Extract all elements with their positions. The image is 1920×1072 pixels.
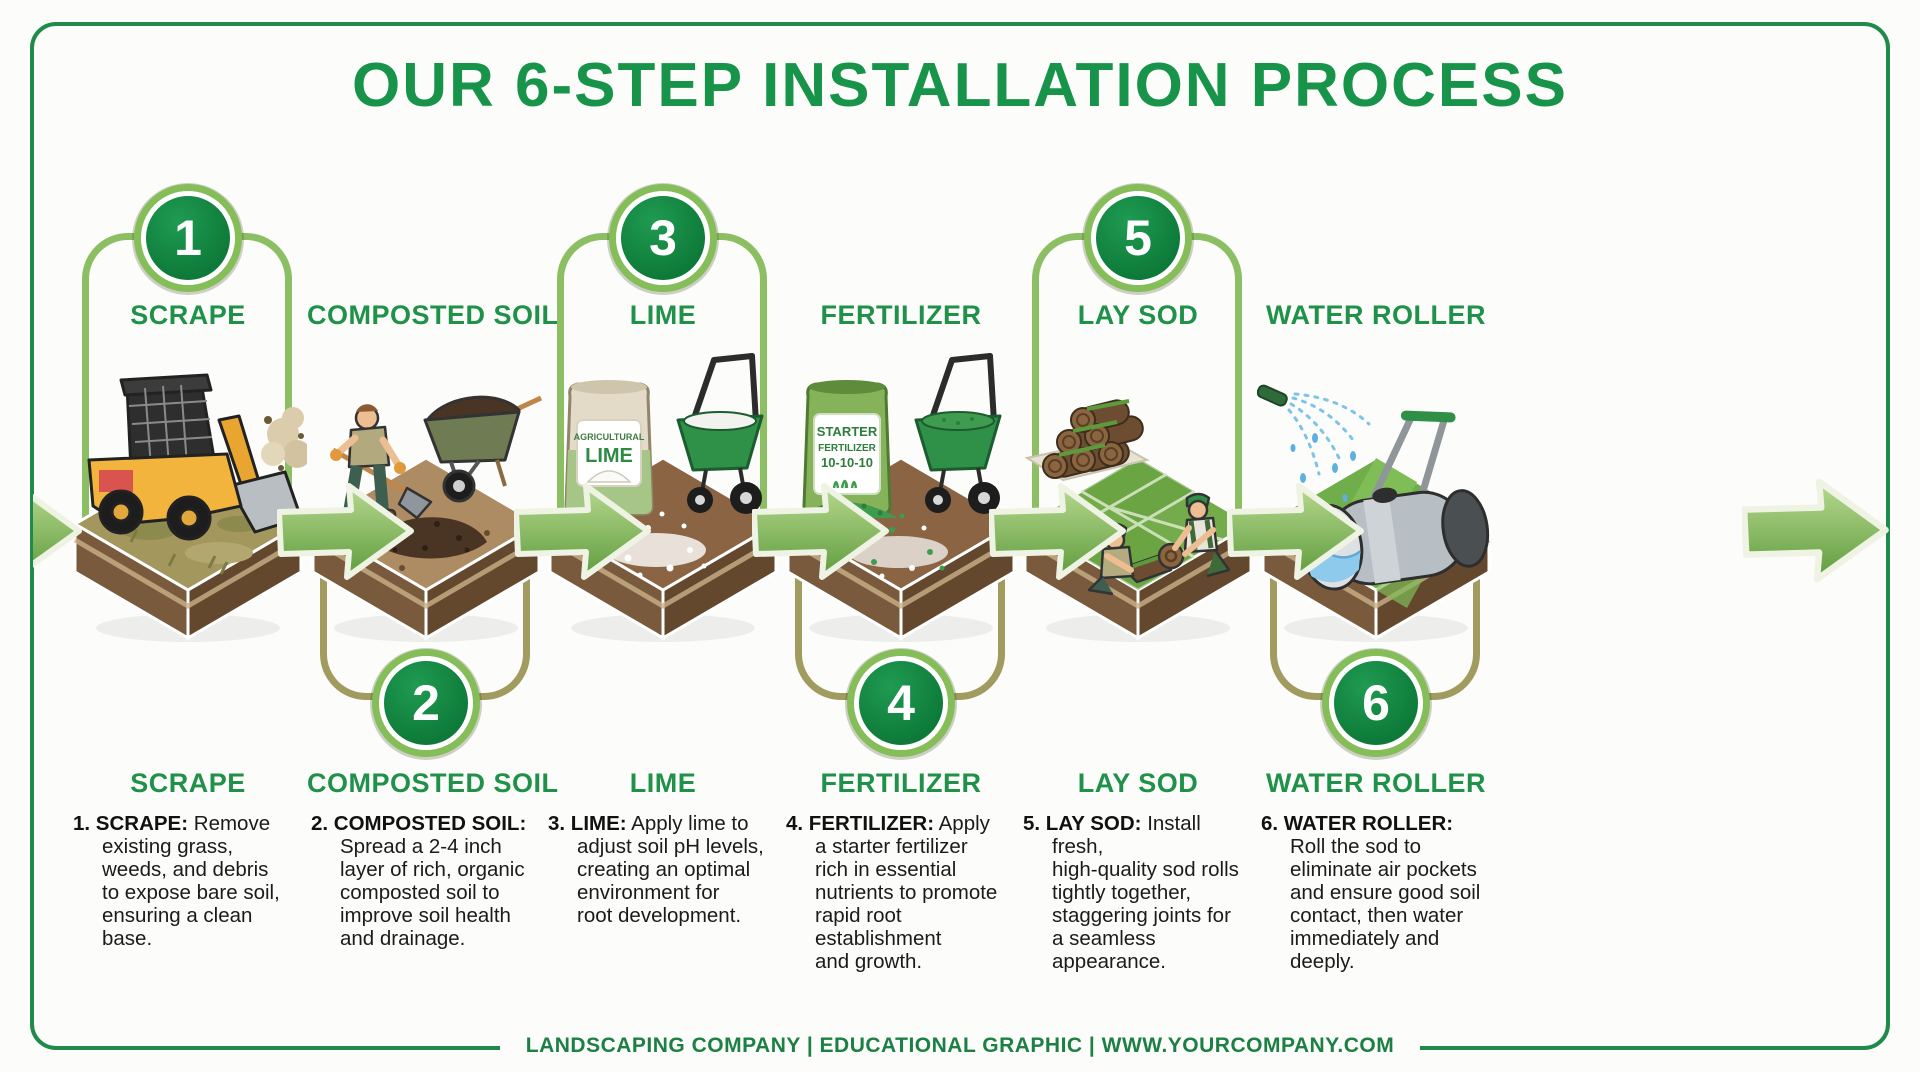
step3-description: 3. LIME: Apply lime to adjust soil pH le… [548,812,809,927]
step-column-fertilizer: FERTILIZER STARTER FERTILIZER 10-1 [782,0,1020,1072]
process-arrow-4 [989,483,1126,580]
step-column-water-roller: WATER ROLLER [1257,0,1495,1072]
step2-description: 2. COMPOSTED SOIL: Spread a 2-4 inch lay… [311,812,572,950]
step1-description: 1. SCRAPE: Remove existing grass, weeds,… [73,812,334,950]
step3-number-badge: 3 [616,191,710,285]
step2-desc-lead: 2. COMPOSTED SOIL: [311,812,527,835]
step3-label-bottom: LIME [629,768,697,798]
process-arrow-3 [752,483,889,580]
step3-number: 3 [649,210,677,266]
step3-label-top: LIME [629,300,697,330]
step1-label-top: SCRAPE [130,300,246,330]
step6-number: 6 [1362,675,1390,731]
step-column-scrape: 1 SCRAPE [69,0,307,1072]
process-arrow-1 [277,483,414,580]
step4-number: 4 [887,675,915,731]
step1-number: 1 [174,210,202,266]
edge-arrow-left [33,476,83,586]
fertilizer-bag-line1: STARTER [817,424,878,439]
step6-number-badge: 6 [1329,656,1423,750]
step2-number: 2 [412,675,440,731]
step2-number-badge: 2 [379,656,473,750]
lawn-roller [1299,410,1490,591]
step6-description: 6. WATER ROLLER: Roll the sod to elimina… [1261,812,1522,973]
step5-number: 5 [1124,210,1152,266]
step5-desc-text: Install fresh, high-quality sod rolls ti… [1052,812,1239,973]
step4-desc-text: Apply a starter fertilizer rich in essen… [815,812,998,973]
step4-label-bottom: FERTILIZER [820,768,982,798]
footer-text: LANDSCAPING COMPANY | EDUCATIONAL GRAPHI… [499,1034,1421,1057]
step6-desc-lead: 6. WATER ROLLER: [1261,812,1454,835]
step5-label-top: LAY SOD [1077,300,1199,330]
step6-label-top: WATER ROLLER [1266,300,1486,330]
step-column-lay-sod: 5 LAY SOD [1019,0,1257,1072]
broadcast-spreader [676,353,764,514]
step3-desc-lead: 3. LIME: [548,812,627,835]
skid-steer-loader [87,373,303,541]
step2-desc-text: Spread a 2-4 inch layer of rich, organic… [340,835,525,950]
dust-cloud [261,407,307,471]
step4-label-top: FERTILIZER [820,300,982,330]
process-arrow-5 [1227,483,1364,580]
process-arrow-final [1742,478,1889,583]
lime-bag-line2: LIME [585,445,633,467]
step1-desc-text: Remove existing grass, weeds, and debris… [102,812,280,950]
step4-number-badge: 4 [854,656,948,750]
sod-roll-stack [1024,399,1150,482]
step5-desc-lead: 5. LAY SOD: [1023,812,1142,835]
step5-label-bottom: LAY SOD [1077,768,1199,798]
fertilizer-bag-line2: FERTILIZER [818,443,877,454]
step1-number-badge: 1 [141,191,235,285]
step-column-composted-soil: COMPOSTED SOIL [307,0,559,1072]
step4-desc-lead: 4. FERTILIZER: [786,812,935,835]
step2-label-bottom: COMPOSTED SOIL [307,768,559,798]
wheelbarrow [423,395,543,503]
process-arrow-2 [514,483,651,580]
step6-label-bottom: WATER ROLLER [1266,768,1486,798]
step5-description: 5. LAY SOD: Install fresh, high-quality … [1023,812,1284,973]
step4-description: 4. FERTILIZER: Apply a starter fertilize… [786,812,1047,973]
worker-with-shovel [330,404,433,523]
broadcast-spreader [914,353,1002,514]
step5-number-badge: 5 [1091,191,1185,285]
step1-label-bottom: SCRAPE [130,768,246,798]
fertilizer-bag-line3: 10-10-10 [821,455,873,470]
step1-desc-lead: 1. SCRAPE: [73,812,189,835]
step6-desc-text: Roll the sod to eliminate air pockets an… [1290,835,1481,973]
lime-bag-line1: AGRICULTURAL [574,432,645,442]
step3-desc-text: Apply lime to adjust soil pH levels, cre… [577,812,764,927]
page-title: OUR 6-STEP INSTALLATION PROCESS [352,51,1568,120]
step2-label-top: COMPOSTED SOIL [307,300,559,330]
scrape-illustration [72,373,307,642]
footer: LANDSCAPING COMPANY | EDUCATIONAL GRAPHI… [0,1031,1920,1061]
